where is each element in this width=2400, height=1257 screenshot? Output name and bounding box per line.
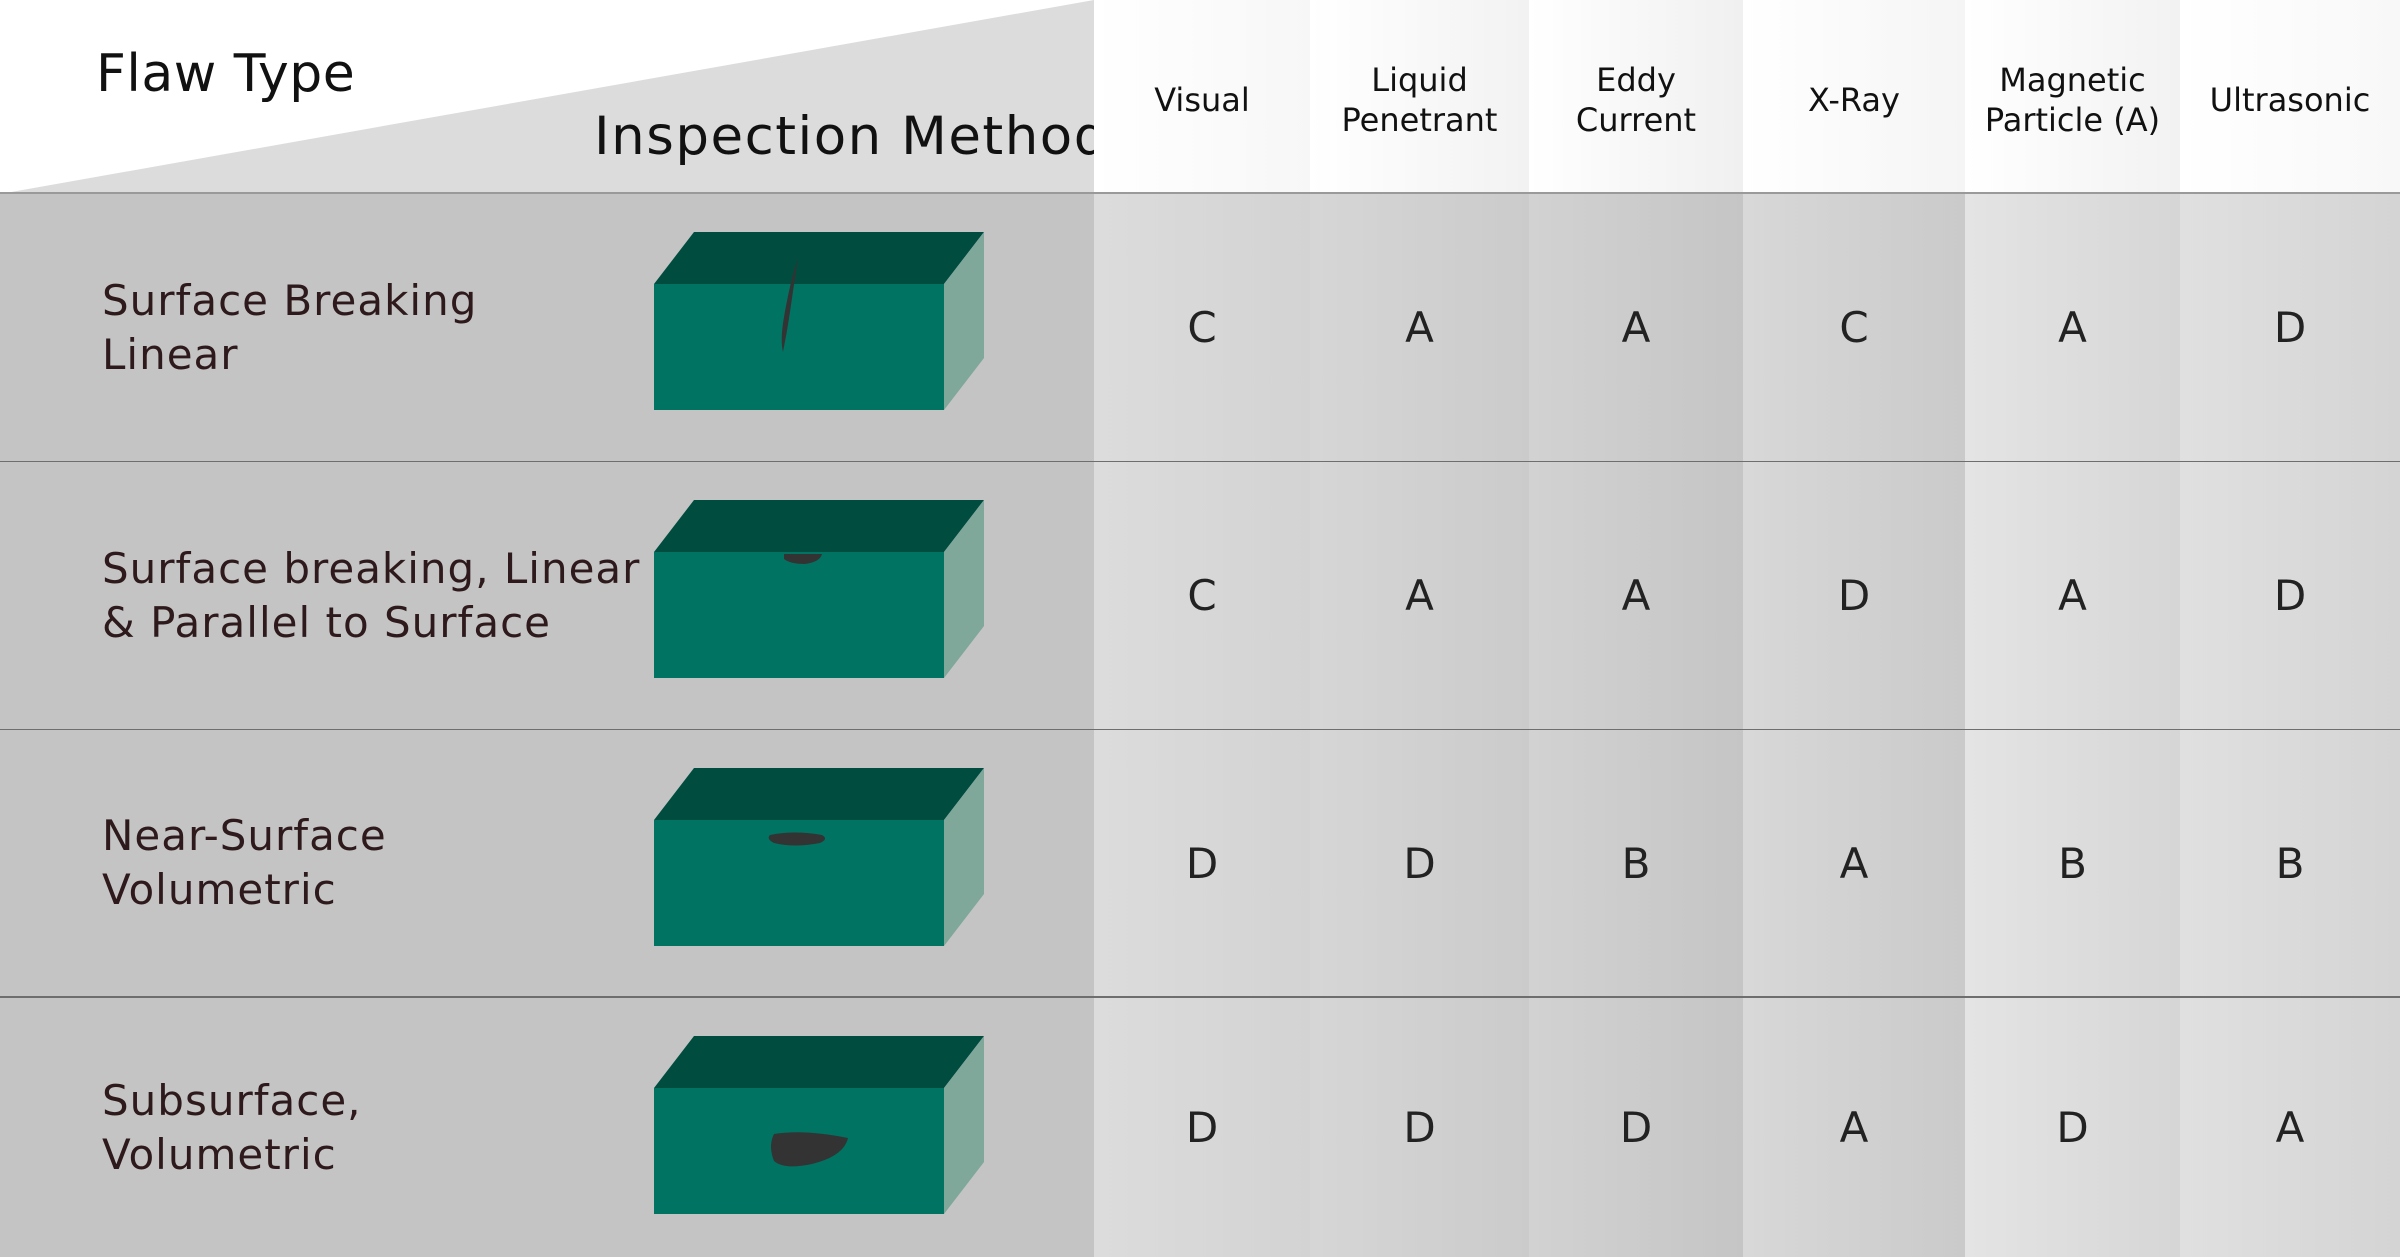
rating-cell: B (2180, 730, 2400, 996)
inspection-method-heading: Inspection Method (594, 106, 1109, 167)
rating-cell: A (1529, 194, 1743, 461)
column-header-4: X-Ray (1743, 0, 1965, 192)
column-header-2: Liquid Penetrant (1310, 0, 1529, 192)
rating-cell: D (2180, 462, 2400, 729)
rating-cell: D (1965, 998, 2180, 1257)
rating-cell: A (1743, 730, 1965, 996)
rating-cell: D (1094, 730, 1310, 996)
block-side-face (944, 768, 984, 946)
rating-cell: A (1310, 194, 1529, 461)
flaw-block-icon (654, 768, 984, 946)
flaw-block-icon (654, 232, 984, 410)
rating-cell: D (1310, 998, 1529, 1257)
rating-cell: D (1094, 998, 1310, 1257)
block-side-face (944, 232, 984, 410)
flaw-row: Surface breaking, Linear & Parallel to S… (0, 462, 2400, 729)
flaw-type-heading: Flaw Type (96, 44, 356, 104)
flaw-type-label: Surface Breaking Linear (102, 275, 478, 379)
flaw-type-label: Near-Surface Volumetric (102, 811, 387, 914)
block-top-face (654, 232, 984, 284)
rating-cell: A (1743, 998, 1965, 1257)
rating-cell: D (1743, 462, 1965, 729)
rating-cell: D (1529, 998, 1743, 1257)
block-side-face (944, 1036, 984, 1214)
column-header-6: Ultrasonic (2180, 0, 2400, 192)
header-divider (0, 192, 2400, 194)
flaw-type-label: Subsurface, Volumetric (102, 1075, 362, 1179)
rating-cell: C (1094, 194, 1310, 461)
rating-cell: D (1310, 730, 1529, 996)
block-top-face (654, 768, 984, 820)
column-header-3: Eddy Current (1529, 0, 1743, 192)
rating-cell: C (1094, 462, 1310, 729)
header-wedge (0, 0, 1094, 194)
flaw-type-label: Surface breaking, Linear & Parallel to S… (102, 543, 641, 647)
rating-cell: A (1965, 462, 2180, 729)
column-header-5: Magnetic Particle (A) (1965, 0, 2180, 192)
column-header-1: Visual (1094, 0, 1310, 192)
rating-cell: C (1743, 194, 1965, 461)
block-front-face (654, 552, 944, 678)
rating-cell: D (2180, 194, 2400, 461)
block-top-face (654, 500, 984, 552)
rating-cell: A (1965, 194, 2180, 461)
block-side-face (944, 500, 984, 678)
rating-cell: B (1529, 730, 1743, 996)
rating-cell: B (1965, 730, 2180, 996)
block-front-face (654, 284, 944, 410)
rating-cell: A (2180, 998, 2400, 1257)
rating-cell: A (1529, 462, 1743, 729)
flaw-block-icon (654, 1036, 984, 1214)
flaw-block-icon (654, 500, 984, 678)
block-top-face (654, 1036, 984, 1088)
rating-cell: A (1310, 462, 1529, 729)
